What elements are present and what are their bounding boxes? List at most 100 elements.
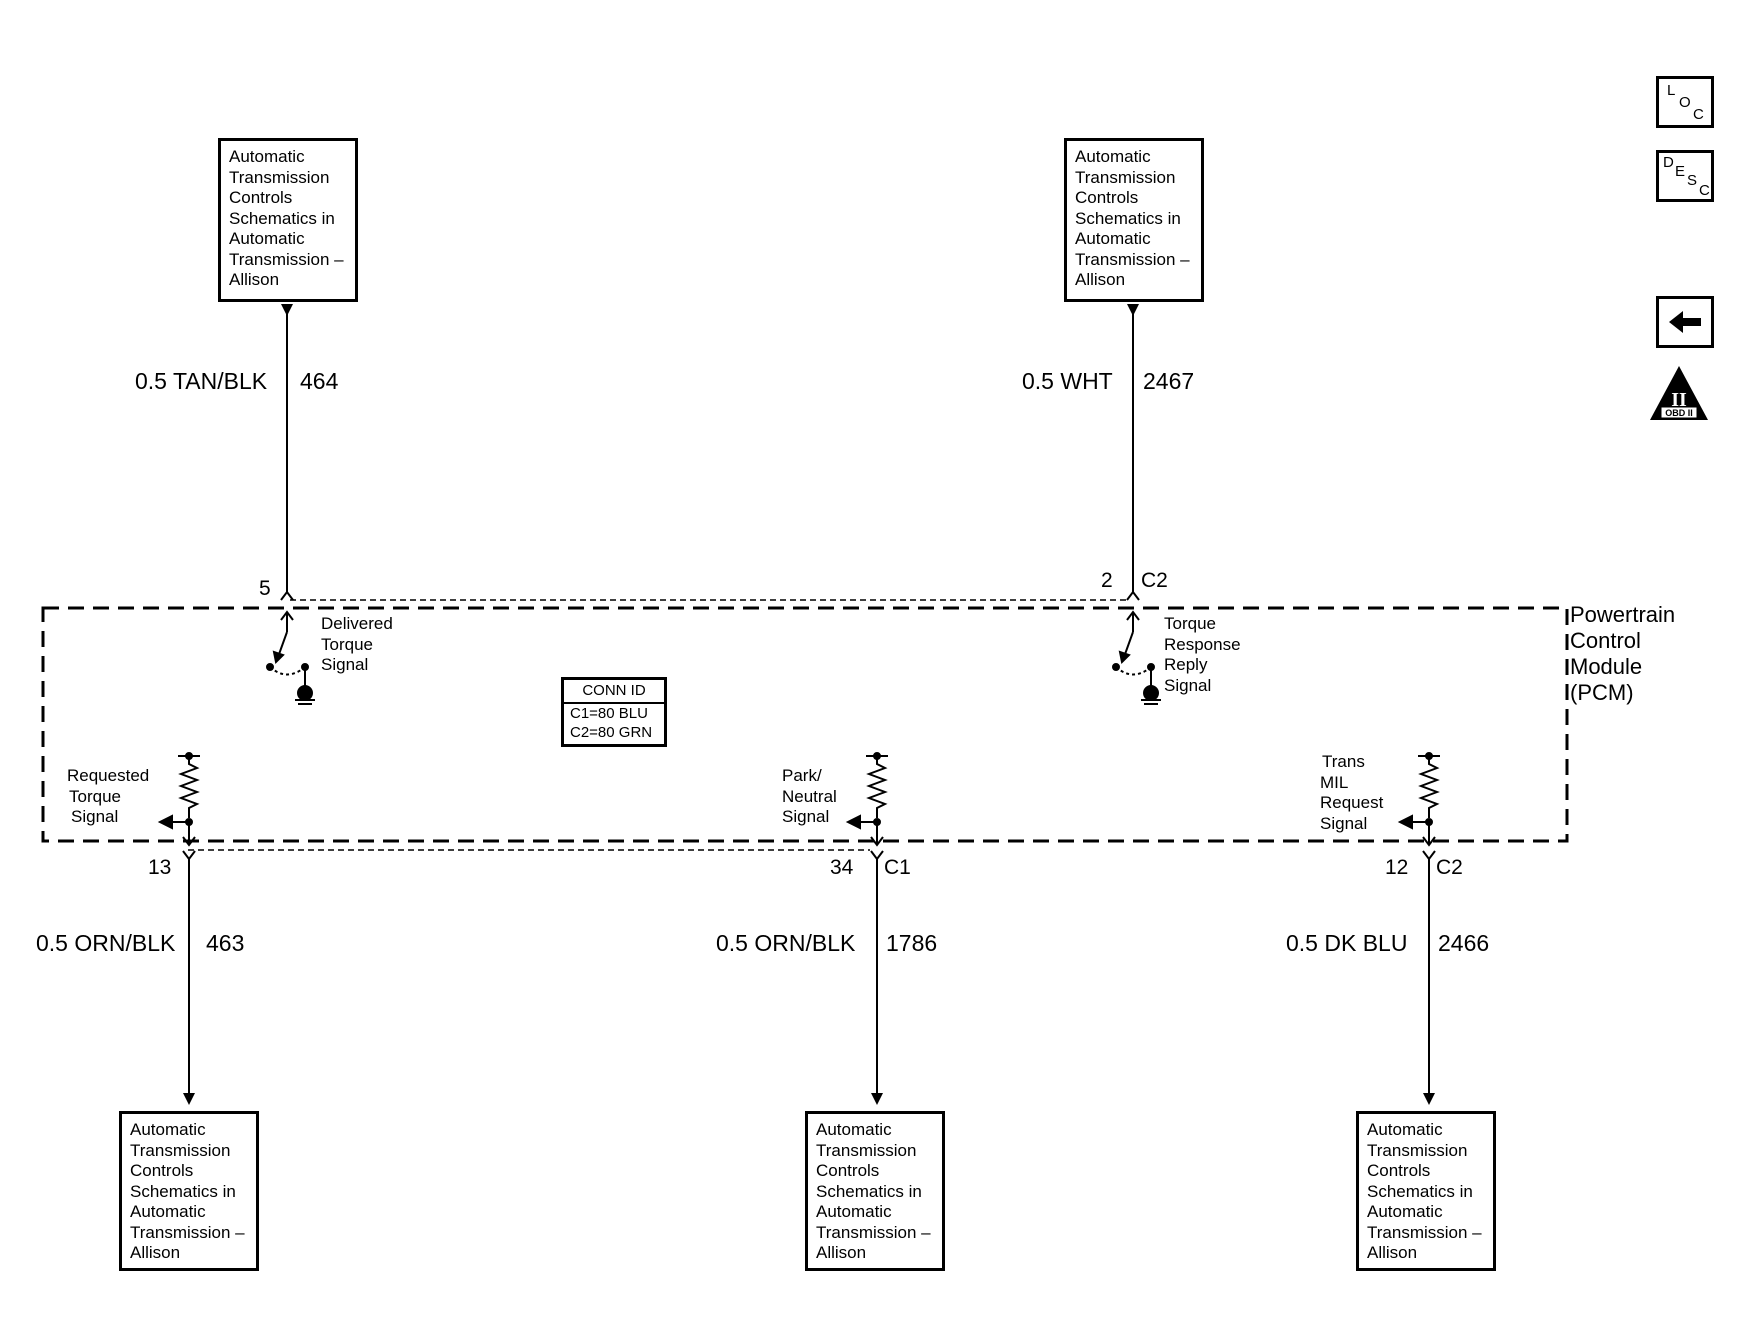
obd-ii-icon[interactable]: II OBD II — [1648, 364, 1710, 422]
box-line: Controls — [130, 1161, 194, 1180]
connector-label: C2 — [1141, 569, 1168, 592]
box-line: Schematics in — [229, 208, 335, 228]
desc-icon-letter: C — [1699, 182, 1710, 199]
box-line: Transmission – — [130, 1222, 245, 1242]
pin-number: 2 — [1101, 569, 1113, 592]
connector-label: C2 — [1436, 856, 1463, 879]
wire-color-label: 0.5 ORN/BLK — [716, 930, 856, 956]
box-line: Allison — [816, 1243, 867, 1262]
signal-line: Delivered — [321, 614, 393, 633]
wire-color-label: 0.5 TAN/BLK — [135, 368, 268, 394]
signal-line: Signal — [1164, 675, 1212, 695]
box-line: Transmission — [229, 167, 330, 187]
desc-icon-letter: E — [1675, 163, 1686, 180]
obd-ii-label: OBD II — [1665, 408, 1693, 418]
box-line: Automatic — [1367, 1202, 1443, 1221]
module-name-line: Module — [1570, 654, 1643, 679]
connector-id-row: C2=80 GRN — [570, 724, 653, 741]
box-line: Schematics in — [816, 1181, 922, 1201]
box-line: Transmission — [816, 1140, 917, 1160]
box-line: Automatic — [1075, 147, 1151, 166]
signal-line: Reply — [1164, 655, 1208, 674]
signal-label-trans-mil: Trans MIL Request Signal — [1320, 752, 1383, 834]
circuit-number-label: 463 — [206, 930, 245, 956]
box-line: Automatic — [130, 1202, 206, 1221]
circuit-number-label: 2467 — [1143, 368, 1195, 394]
top-box-right: Automatic Transmission Controls Schemati… — [1064, 138, 1204, 302]
box-line: Automatic — [816, 1120, 892, 1139]
loc-icon[interactable]: L O C — [1656, 76, 1714, 128]
trans-mil-resistor-icon — [1397, 752, 1440, 861]
box-line: Allison — [130, 1243, 181, 1262]
signal-line: Neutral — [782, 786, 837, 806]
signal-line: Signal — [71, 807, 119, 826]
signal-line: Torque — [69, 786, 121, 806]
bottom-box-center: Automatic Transmission Controls Schemati… — [805, 1111, 945, 1271]
signal-line: Request — [1320, 793, 1384, 812]
signal-line: Trans — [1322, 752, 1365, 771]
module-name: Powertrain Control Module (PCM) — [1570, 602, 1675, 706]
wire-2467 — [1126, 304, 1140, 601]
box-line: Allison — [1075, 270, 1126, 289]
wire-color-label: 0.5 WHT — [1022, 368, 1113, 394]
box-line: Automatic — [1075, 229, 1151, 248]
connector-id-row: C1=80 BLU — [570, 705, 648, 722]
box-line: Transmission — [1075, 167, 1176, 187]
pin-number: 5 — [259, 577, 271, 600]
box-line: Automatic — [816, 1202, 892, 1221]
bottom-box-left: Automatic Transmission Controls Schemati… — [119, 1111, 259, 1271]
box-line: Transmission — [130, 1140, 231, 1160]
connector-id-header: CONN ID — [564, 680, 664, 704]
desc-icon-letter: D — [1663, 154, 1674, 171]
wire-2466 — [1423, 859, 1435, 1105]
box-line: Automatic — [229, 229, 305, 248]
wire-463 — [183, 859, 195, 1105]
pin-number: 13 — [148, 856, 172, 879]
box-line: Schematics in — [1367, 1181, 1473, 1201]
torque-response-switch-icon — [1112, 610, 1161, 705]
park-neutral-resistor-icon — [845, 752, 888, 861]
back-arrow-icon[interactable] — [1656, 296, 1714, 348]
obd-ii-glyph: II OBD II — [1650, 366, 1708, 420]
box-line: Controls — [816, 1161, 880, 1180]
signal-line: Torque — [321, 634, 373, 654]
bottom-box-right: Automatic Transmission Controls Schemati… — [1356, 1111, 1496, 1271]
wire-1786 — [871, 859, 883, 1105]
wire-464 — [280, 304, 294, 601]
loc-icon-letter: O — [1679, 94, 1691, 111]
back-arrow-glyph — [1669, 311, 1701, 333]
signal-label-torque-response: Torque Response Reply Signal — [1164, 614, 1241, 696]
signal-label-delivered-torque: Delivered Torque Signal — [321, 614, 393, 676]
delivered-torque-switch-icon — [266, 610, 315, 705]
pin-number: 12 — [1385, 856, 1409, 879]
circuit-number-label: 464 — [300, 368, 339, 394]
box-line: Automatic — [130, 1120, 206, 1139]
signal-label-requested-torque: Requested Torque Signal — [67, 766, 149, 828]
signal-line: Requested — [67, 766, 150, 785]
box-line: Schematics in — [1075, 208, 1181, 228]
signal-line: Signal — [1320, 813, 1368, 833]
box-line: Controls — [229, 188, 293, 207]
signal-line: MIL — [1320, 772, 1349, 792]
box-line: Transmission – — [1075, 249, 1190, 269]
top-box-left: Automatic Transmission Controls Schemati… — [218, 138, 358, 302]
module-name-line: Powertrain — [1570, 602, 1676, 627]
circuit-number-label: 1786 — [886, 930, 938, 956]
circuit-number-label: 2466 — [1438, 930, 1490, 956]
obd-ii-numeral: II — [1671, 389, 1687, 411]
box-line: Controls — [1075, 188, 1139, 207]
connector-label: C1 — [884, 856, 911, 879]
signal-line: Torque — [1164, 614, 1216, 633]
module-name-line: Control — [1570, 628, 1641, 653]
box-line: Allison — [1367, 1243, 1418, 1262]
pcm-boundary — [41, 606, 1569, 843]
desc-icon-letter: S — [1687, 172, 1698, 189]
box-line: Automatic — [1367, 1120, 1443, 1139]
signal-line: Response — [1164, 634, 1241, 654]
desc-icon[interactable]: D E S C — [1656, 150, 1714, 202]
signal-line: Signal — [321, 655, 369, 674]
requested-torque-resistor-icon — [157, 752, 200, 861]
box-line: Transmission – — [229, 249, 344, 269]
box-line: Transmission – — [816, 1222, 931, 1242]
